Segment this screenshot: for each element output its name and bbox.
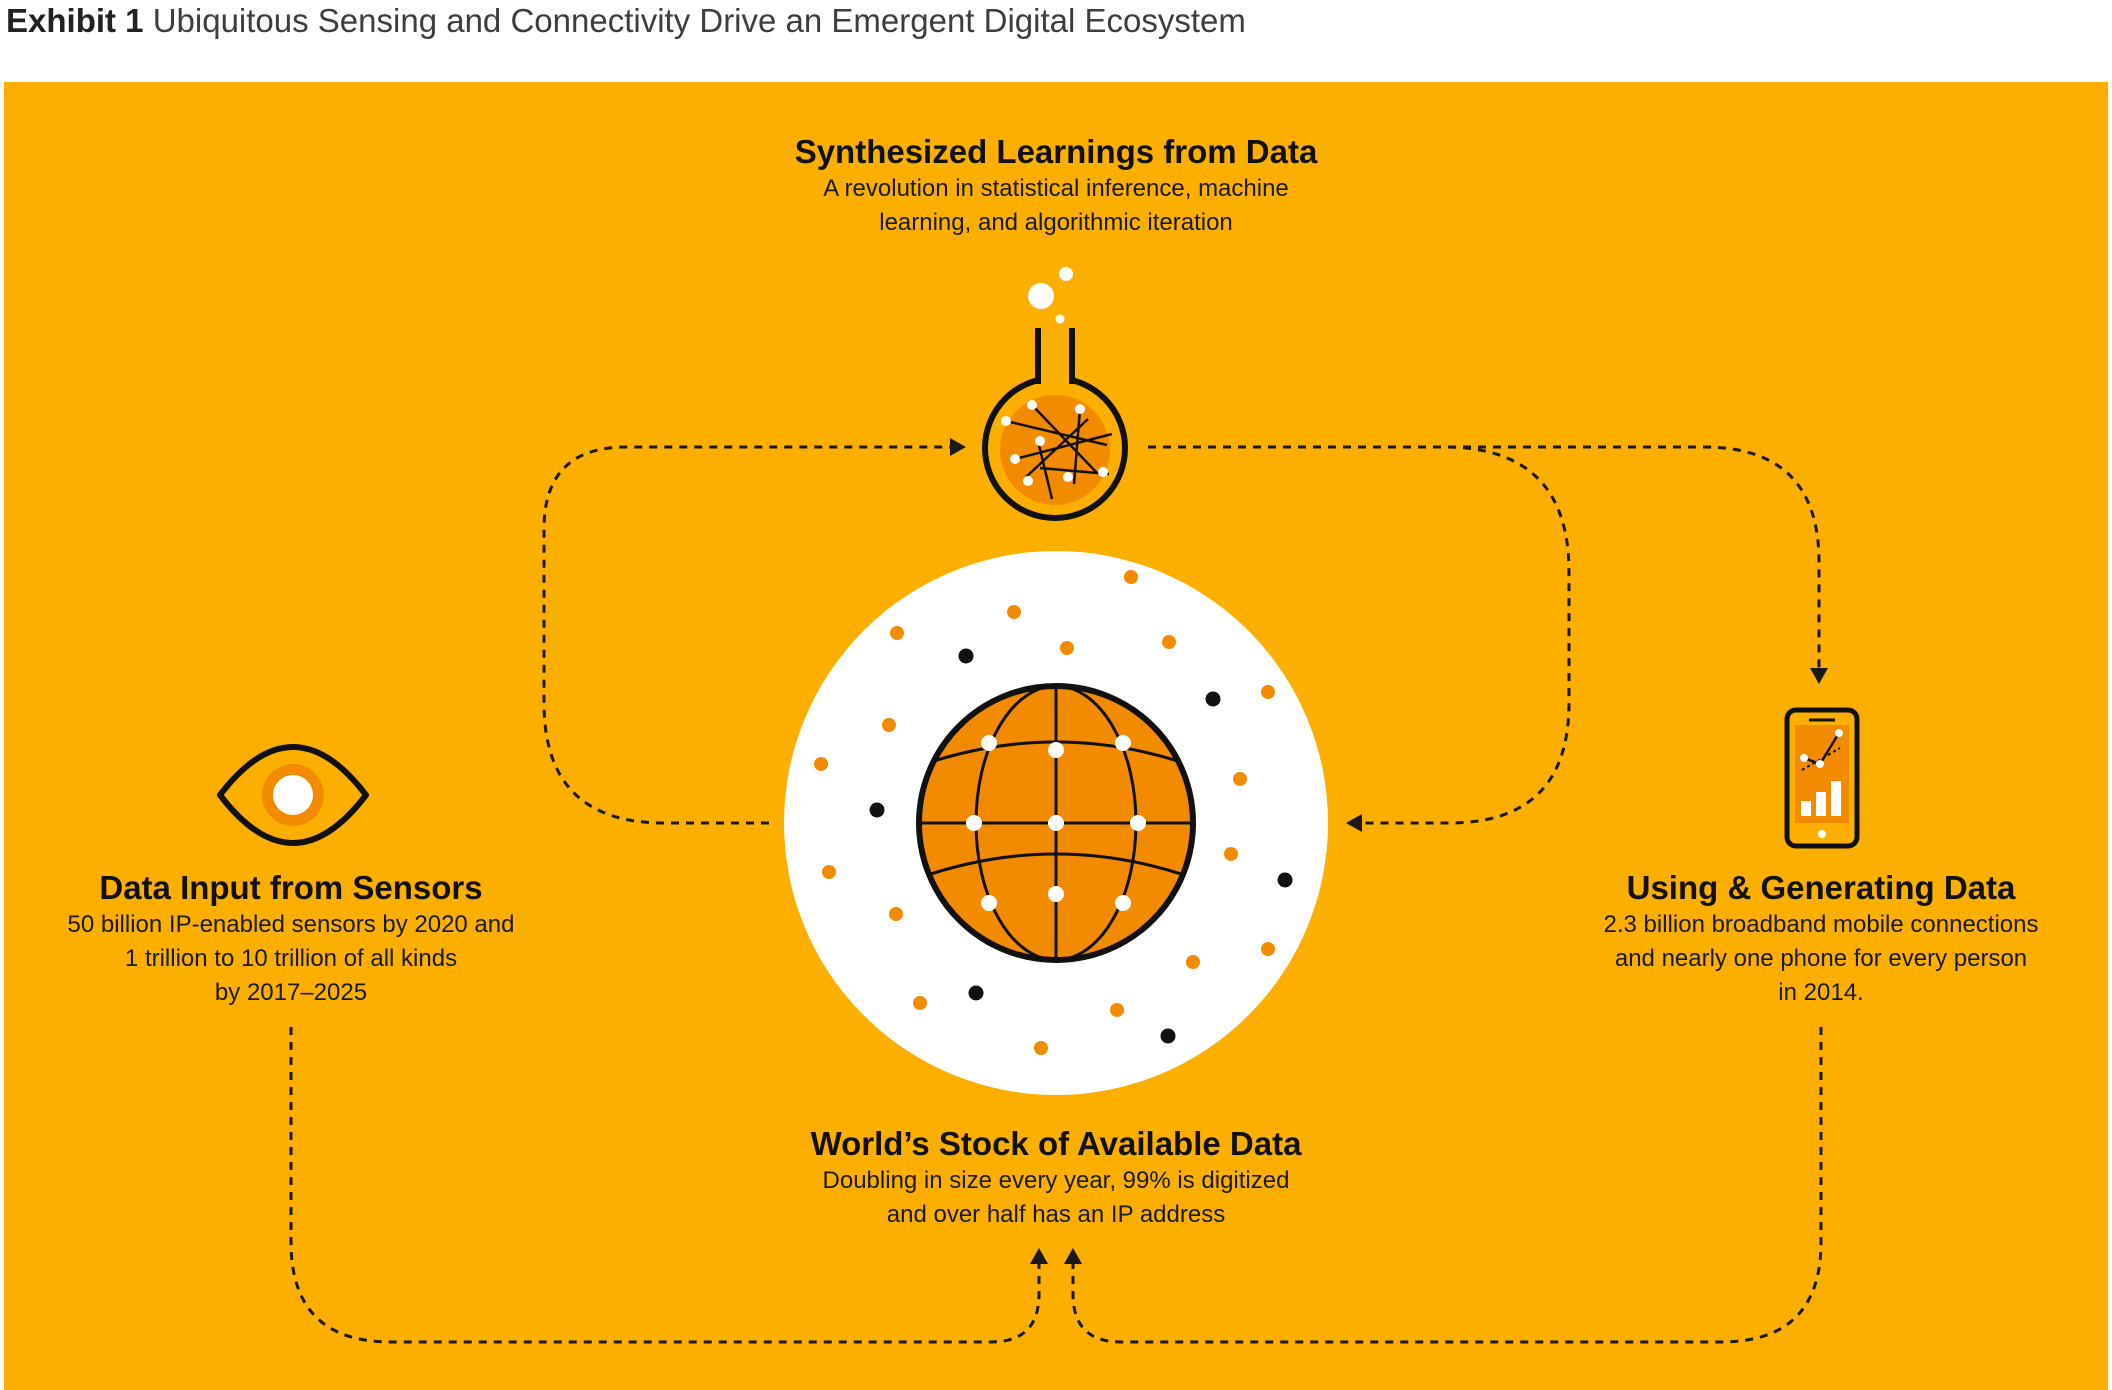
bubble <box>1059 267 1073 281</box>
arrowhead-into-phone <box>1810 668 1828 684</box>
learnings-description: A revolution in statistical inference, m… <box>823 175 1289 236</box>
diagram-panel: Synthesized Learnings from Data A revolu… <box>4 82 2108 1390</box>
flow-connectors <box>289 445 1823 1344</box>
sensors-description: 50 billion IP-enabled sensors by 2020 an… <box>67 911 515 1006</box>
connector-phone-to-stock <box>1071 1027 1823 1344</box>
using-heading: Using & Generating Data <box>1626 869 2016 906</box>
flask-icon <box>982 267 1128 521</box>
using-description: 2.3 billion broadband mobile connections… <box>1603 911 2039 1006</box>
arrowhead-into-stock-left <box>1030 1248 1048 1264</box>
arrowhead-into-stock <box>1346 814 1362 832</box>
connector-learnings-to-stock <box>1148 445 1571 825</box>
exhibit-label: Exhibit 1 <box>6 2 144 39</box>
sensors-label: Data Input from Sensors 50 billion IP-en… <box>41 868 541 1010</box>
smartphone-icon <box>1784 707 1860 849</box>
arrowhead-into-flask <box>950 438 966 456</box>
flow-arrowheads <box>950 438 1828 1264</box>
stock-description: Doubling in size every year, 99% is digi… <box>822 1167 1290 1228</box>
diagram-canvas <box>217 267 1860 1344</box>
arrowhead-into-stock-right <box>1064 1248 1082 1264</box>
eye-icon <box>217 744 369 846</box>
connector-learnings-to-phone <box>1448 445 1821 670</box>
learnings-label: Synthesized Learnings from Data A revolu… <box>656 132 1456 240</box>
using-label: Using & Generating Data 2.3 billion broa… <box>1571 868 2071 1010</box>
bubble <box>1028 283 1054 309</box>
stock-heading: World’s Stock of Available Data <box>810 1125 1302 1162</box>
scattered-data-dots <box>814 570 1293 1055</box>
connector-sensors-to-stock <box>289 1027 1041 1344</box>
stock-label: World’s Stock of Available Data Doubling… <box>706 1124 1406 1232</box>
learnings-heading: Synthesized Learnings from Data <box>794 133 1318 170</box>
globe-icon <box>916 683 1196 963</box>
sensors-heading: Data Input from Sensors <box>99 869 483 906</box>
exhibit-title: Exhibit 1 Ubiquitous Sensing and Connect… <box>6 2 1246 40</box>
exhibit-heading: Ubiquitous Sensing and Connectivity Driv… <box>152 2 1246 39</box>
bubble <box>1055 314 1065 324</box>
